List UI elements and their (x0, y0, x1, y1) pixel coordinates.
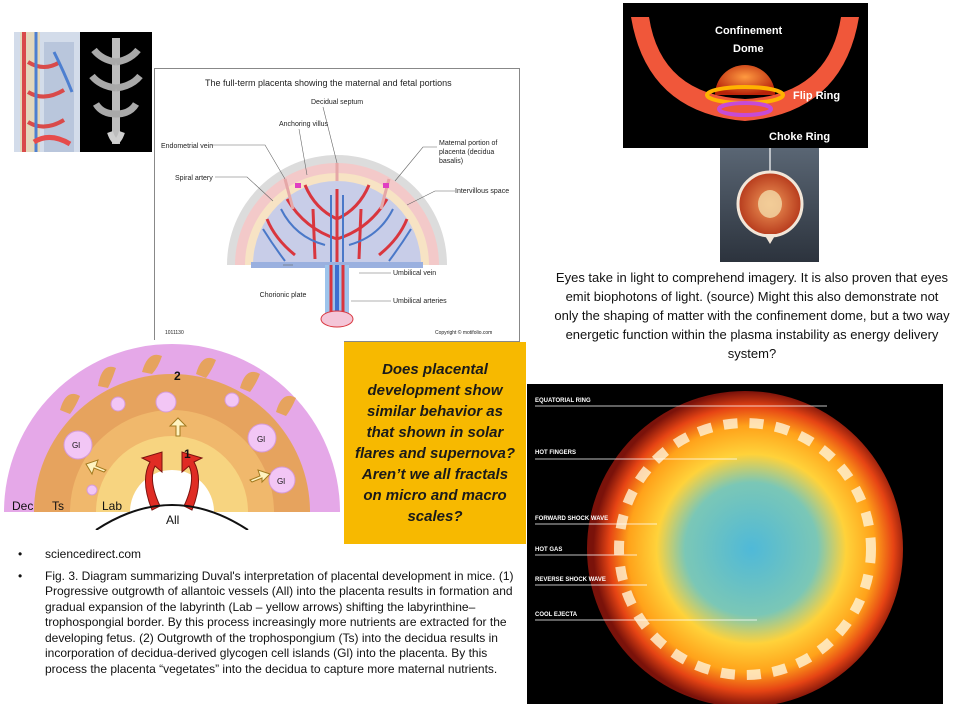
maternal-portion-label: Maternal portion of placenta (decidua ba… (439, 140, 498, 165)
chorionic-plate-label: Chorionic plate (259, 292, 307, 299)
dec-label: Dec (12, 499, 33, 513)
all-label: All (166, 513, 179, 527)
umbilical-arteries-label: Umbilical arteries (393, 298, 447, 305)
region-2-label: 2 (174, 369, 181, 383)
intervillous-space-label: Intervillous space (455, 188, 510, 195)
gl-label-right: Gl (257, 435, 265, 444)
lab-label: Lab (102, 499, 122, 513)
hot-gas-label: HOT GAS (535, 547, 562, 553)
bullet-dot: • (18, 568, 23, 583)
choke-ring-label: Choke Ring (769, 131, 830, 143)
anchoring-villus-label: Anchoring villus (279, 121, 329, 128)
spiral-artery-label: Spiral artery (175, 175, 213, 182)
question-text: Does placental development show similar … (354, 361, 516, 525)
forward-shock-wave-label: FORWARD SHOCK WAVE (535, 516, 608, 522)
confinement-dome-image: Confinement Dome Flip Ring Choke Ring (623, 3, 868, 148)
bullet-text: sciencedirect.com (45, 547, 142, 561)
eye-image (720, 148, 819, 262)
equatorial-ring-label: EQUATORIAL RING (535, 398, 591, 404)
gl-label-lower: Gl (277, 477, 285, 486)
endometrial-vein-label: Endometrial vein (161, 143, 213, 150)
gl-label-left: Gl (72, 441, 80, 450)
bullet-text: Fig. 3. Diagram summarizing Duval's inte… (45, 568, 514, 676)
supernova-image: EQUATORIAL RING HOT FINGERS FORWARD SHOC… (527, 384, 943, 704)
vessel-color-image (14, 32, 80, 152)
cool-ejecta-label: COOL EJECTA (535, 612, 578, 618)
copyright-text: Copyright © motifolio.com (435, 329, 492, 336)
bullet-item: • sciencedirect.com (18, 547, 523, 563)
region-1-label: 1 (184, 447, 191, 461)
confinement-label: Confinement (715, 25, 783, 37)
dome-label: Dome (733, 43, 764, 55)
reverse-shock-wave-label: REVERSE SHOCK WAVE (535, 577, 606, 583)
question-box: Does placental development show similar … (344, 342, 526, 544)
flip-ring-label: Flip Ring (793, 90, 840, 102)
eye-caption: Eyes take in light to comprehend imagery… (554, 270, 950, 361)
bullet-item: • Fig. 3. Diagram summarizing Duval's in… (18, 569, 523, 678)
figure-id: 1011130 (165, 330, 184, 336)
placenta-diagram: The full-term placenta showing the mater… (154, 68, 520, 342)
umbilical-vein-label: Umbilical vein (393, 270, 436, 277)
ts-label: Ts (52, 499, 64, 513)
duval-placenta-diagram: 2 1 Gl Gl Gl Dec Ts Lab All (0, 340, 344, 530)
bullet-dot: • (18, 547, 23, 561)
decidual-septum-label: Decidual septum (311, 99, 363, 106)
vessel-grayscale-image (80, 32, 152, 152)
placenta-title: The full-term placenta showing the mater… (205, 78, 452, 88)
source-bullets: • sciencedirect.com • Fig. 3. Diagram su… (18, 547, 523, 683)
hot-fingers-label: HOT FINGERS (535, 450, 576, 456)
